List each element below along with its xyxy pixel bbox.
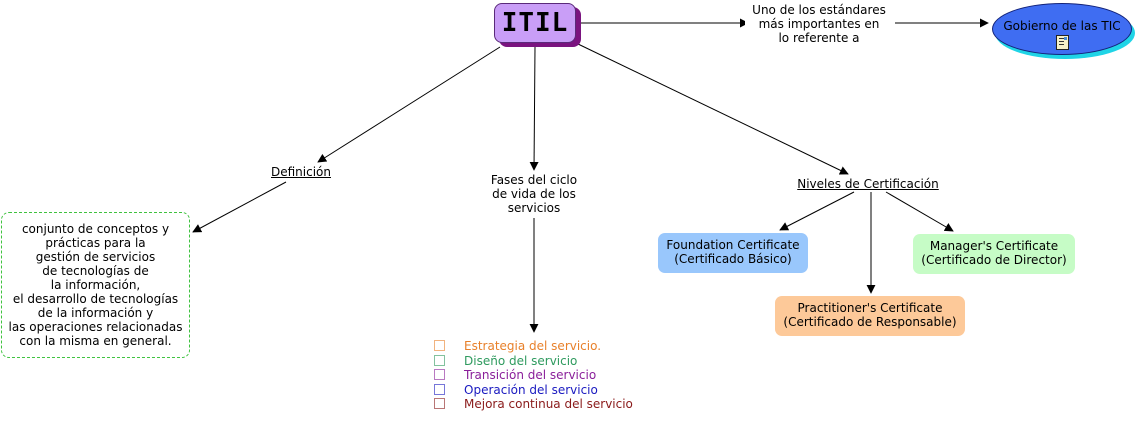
phase-label: Diseño del servicio [464,353,578,368]
link-itil-to-fases [529,46,539,171]
label-line: lo referente a [778,31,860,45]
concept-line: conjunto de conceptos y [21,222,170,236]
link-niveles-to-foundation [779,191,855,231]
standards-link-label: Uno de los estándares más importantes en… [745,3,893,45]
phase-label: Transición del servicio [464,368,597,382]
concept-line: las operaciones relacionadas [8,320,183,334]
concept-line: con la misma en general. [19,334,172,348]
phase-item: Operación del servicio [434,383,633,398]
label-line: de vida de los [492,187,576,201]
concept-line: prácticas para la [45,236,146,250]
link-itil-to-definicion [317,46,501,163]
phase-label: Mejora continua del servicio [464,397,633,411]
manager-certificate-node[interactable]: Manager's Certificate (Certificado de Di… [913,234,1075,274]
link-itil-to-niveles [577,43,849,175]
label-line: Uno de los estándares [752,3,886,17]
concept-line: de tecnologías de [42,264,149,278]
cert-title: Foundation Certificate [666,238,800,252]
phases-list: Estrategia del servicio. Diseño del serv… [434,339,633,412]
document-image-icon[interactable] [1055,35,1069,50]
definition-concept-node[interactable]: conjunto de conceptos y prácticas para l… [1,212,190,358]
practitioner-certificate-node[interactable]: Practitioner's Certificate (Certificado … [775,296,965,336]
concept-line: la información, [50,278,141,292]
concept-line: el desarrollo de tecnologías [12,292,179,306]
label-line: servicios [507,201,561,215]
cert-title: Manager's Certificate [929,239,1059,253]
phase-label: Operación del servicio [464,382,598,397]
itil-root-node[interactable]: ITIL [494,3,576,43]
checkbox-icon [434,354,445,366]
phase-item: Transición del servicio [434,368,633,383]
cert-subtitle: (Certificado de Director) [921,253,1067,267]
label-line: más importantes en [758,17,880,31]
checkbox-icon [434,340,445,351]
foundation-certificate-node[interactable]: Foundation Certificate (Certificado Bási… [658,233,808,273]
cert-title: Practitioner's Certificate [797,301,943,315]
checkbox-icon [434,383,445,395]
cert-subtitle: (Certificado de Responsable) [783,315,957,329]
checkbox-icon [434,369,445,380]
definicion-link-label[interactable]: Definición [266,165,336,179]
gobierno-label: Gobierno de las TIC [1003,19,1121,33]
fases-link-label[interactable]: Fases del ciclo de vida de los servicios [470,173,598,215]
link-niveles-to-manager [885,191,954,232]
phase-label: Estrategia del servicio. [464,339,602,353]
cert-subtitle: (Certificado Básico) [674,252,792,266]
checkbox-icon [434,398,445,409]
phase-item: Estrategia del servicio. [434,339,633,354]
label-line: Fases del ciclo [490,173,578,187]
link-definicion-to-concept [192,181,287,233]
phase-item: Mejora continua del servicio [434,397,633,412]
concept-line: gestión de servicios [35,250,156,264]
phase-item: Diseño del servicio [434,354,633,369]
gobierno-tic-node[interactable]: Gobierno de las TIC [992,3,1132,55]
concept-line: de la información y [37,306,154,320]
niveles-link-label[interactable]: Niveles de Certificación [792,177,944,191]
